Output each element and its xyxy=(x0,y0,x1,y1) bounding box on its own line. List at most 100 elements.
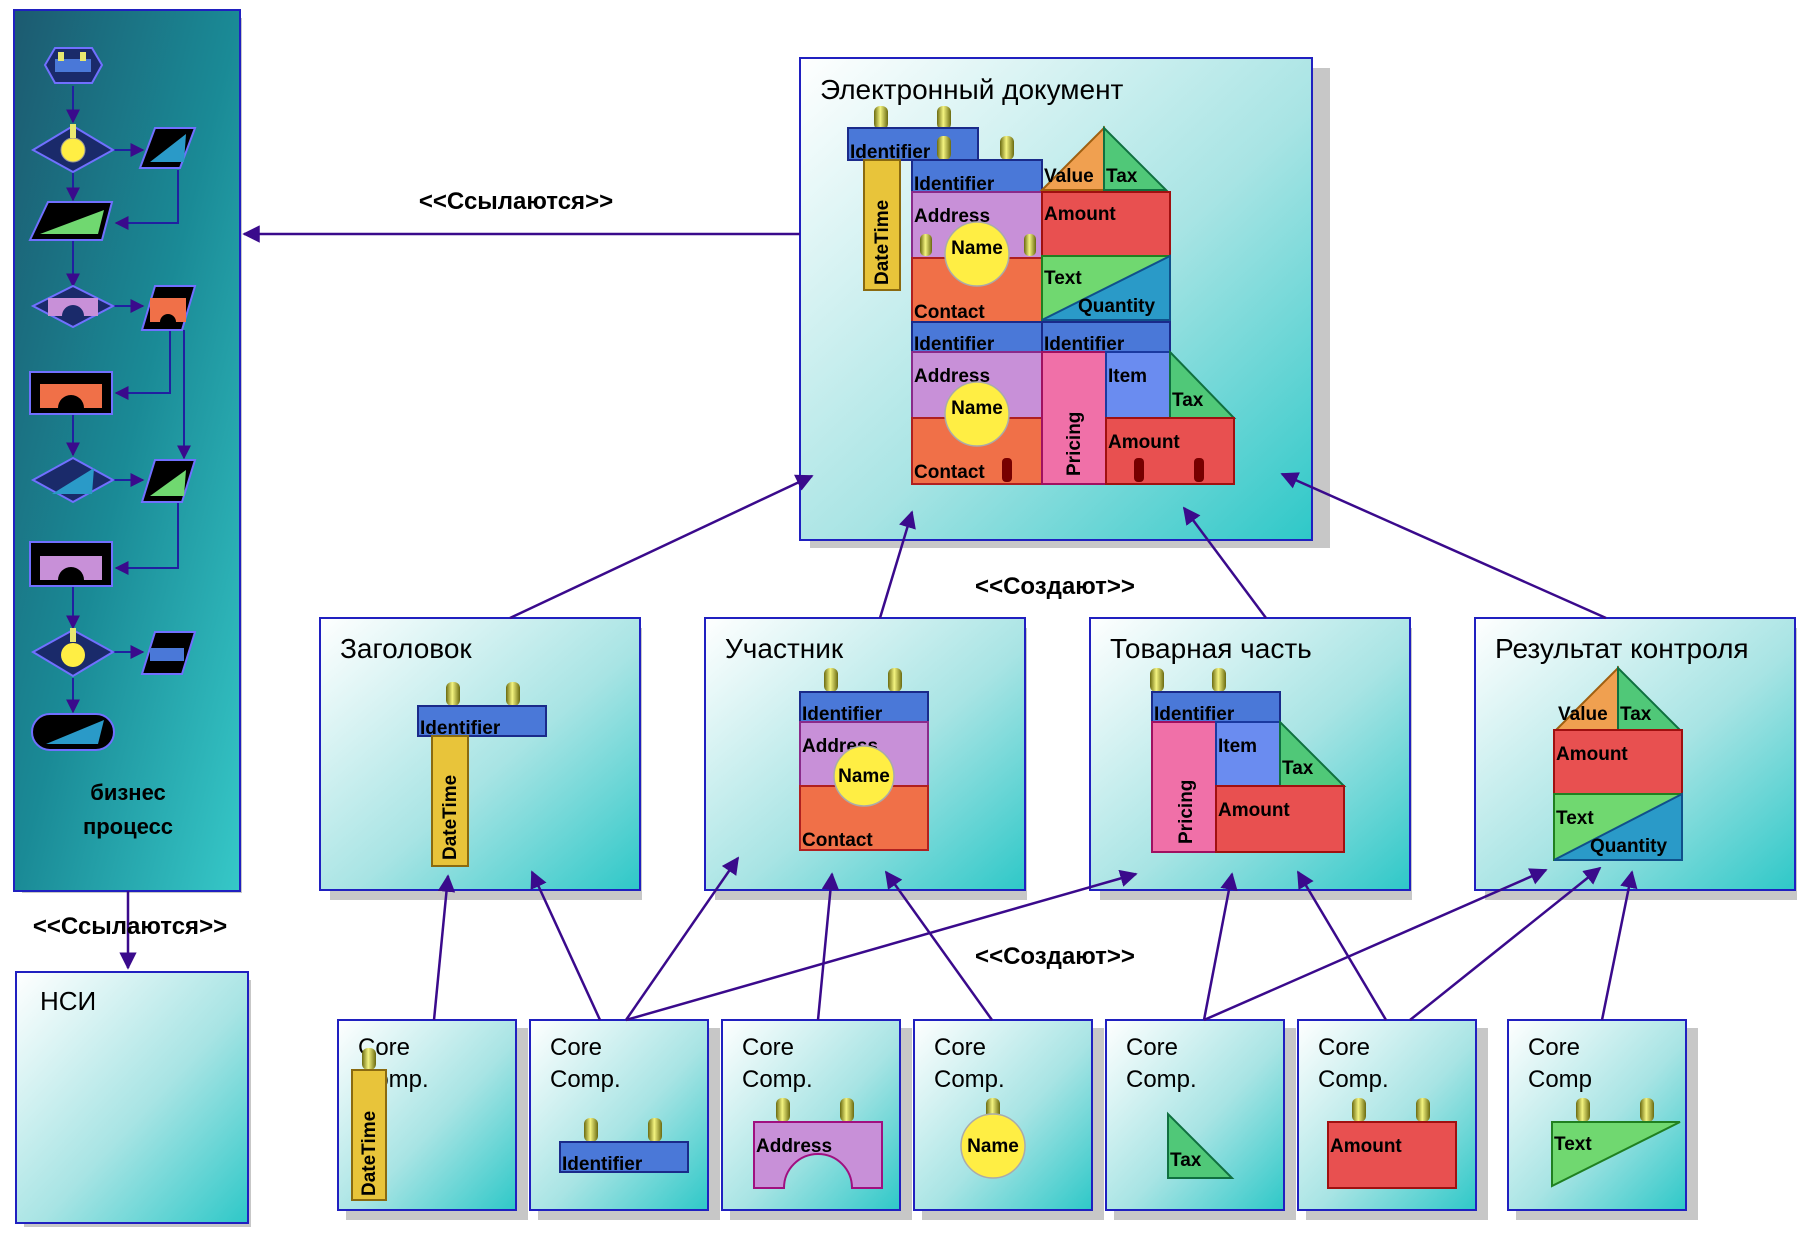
process-decision-2 xyxy=(30,284,116,329)
process-data-1 xyxy=(138,127,197,169)
doc-value-label: Value xyxy=(1044,166,1094,187)
participant-name-circle xyxy=(833,745,895,807)
doc-address-label: Address xyxy=(914,206,990,227)
doc-contact-label: Contact xyxy=(914,302,985,323)
core-2-line-1: Core xyxy=(550,1034,602,1061)
core-6-amount-block xyxy=(1327,1121,1457,1189)
core-comp-3: Core Comp. Address xyxy=(721,1019,912,1220)
create-label-top: <<Создают>> xyxy=(975,573,1135,600)
core-comp-2: Core Comp. Identifier xyxy=(529,1019,720,1220)
doc-identifier-label: Identifier xyxy=(850,142,931,163)
doc-pricing-block xyxy=(1041,351,1107,485)
doc-name-circle-2 xyxy=(944,381,1010,447)
header-title: Заголовок xyxy=(340,633,472,664)
core-4-line-2: Comp. xyxy=(934,1066,1005,1093)
nsi-title: НСИ xyxy=(40,986,96,1016)
control-box: Результат контроля Value Tax Amount Text… xyxy=(1474,617,1797,900)
doc-contact-label-2: Contact xyxy=(914,462,985,483)
references-label-top: <<Ссылаются>> xyxy=(419,188,613,215)
process-data-2 xyxy=(28,201,114,241)
goods-amount-label: Amount xyxy=(1218,800,1290,821)
core-6-line-1: Core xyxy=(1318,1034,1370,1061)
participant-name-label: Name xyxy=(838,766,890,787)
create-label-bottom: <<Создают>> xyxy=(975,943,1135,970)
process-end-terminator xyxy=(31,713,115,751)
participant-title: Участник xyxy=(725,633,844,664)
doc-amount-label-2: Amount xyxy=(1108,432,1180,453)
core-comp-7: Core Comp Text xyxy=(1507,1019,1698,1220)
core-3-line-2: Comp. xyxy=(742,1066,813,1093)
process-step-2 xyxy=(29,541,113,587)
doc-identifier-label-3: Identifier xyxy=(914,334,995,355)
process-decision-1 xyxy=(30,124,116,174)
doc-name-label-2: Name xyxy=(951,398,1003,419)
doc-identifier-label-4: Identifier xyxy=(1044,334,1125,355)
goods-identifier-label: Identifier xyxy=(1154,704,1235,725)
doc-identifier-block-2 xyxy=(911,159,1043,193)
participant-identifier-label: Identifier xyxy=(802,704,883,725)
core-1-datetime-block xyxy=(351,1069,387,1201)
core-4-name-circle xyxy=(960,1113,1026,1179)
doc-datetime-block xyxy=(863,159,901,291)
core-4-line-1: Core xyxy=(934,1034,986,1061)
core-comp-1: Core Comp. DateTime xyxy=(337,1019,528,1220)
core-6-amount-label: Amount xyxy=(1330,1136,1402,1157)
header-datetime-block xyxy=(431,735,469,867)
doc-amount-block xyxy=(1041,191,1171,257)
doc-identifier-block-4 xyxy=(1041,321,1171,353)
core-5-line-2: Comp. xyxy=(1126,1066,1197,1093)
core-5-tax-label: Tax xyxy=(1170,1150,1202,1171)
core-5-line-1: Core xyxy=(1126,1034,1178,1061)
control-text-label: Text xyxy=(1556,808,1594,829)
goods-box: Товарная часть Identifier Pricing Item T… xyxy=(1089,617,1412,900)
core-7-text-label: Text xyxy=(1554,1134,1592,1155)
document-title: Электронный документ xyxy=(820,74,1124,105)
core-7-line-1: Core xyxy=(1528,1034,1580,1061)
doc-identifier-block-3 xyxy=(911,321,1043,353)
goods-item-label: Item xyxy=(1218,736,1257,757)
core-6-line-2: Comp. xyxy=(1318,1066,1389,1093)
document-components: Identifier DateTime Identifier Address N… xyxy=(847,106,1237,485)
header-box: Заголовок Identifier DateTime xyxy=(319,617,642,900)
process-data-3 xyxy=(140,285,197,331)
doc-text-label: Text xyxy=(1044,268,1082,289)
goods-identifier-block xyxy=(1151,691,1281,723)
doc-quantity-triangle xyxy=(1041,254,1171,321)
doc-item-label: Item xyxy=(1108,366,1147,387)
control-amount-label: Amount xyxy=(1556,744,1628,765)
core-3-line-1: Core xyxy=(742,1034,794,1061)
core-7-text-triangle xyxy=(1551,1121,1681,1188)
core-comp-5: Core Comp. Tax xyxy=(1105,1019,1296,1220)
core-2-identifier-block xyxy=(559,1141,689,1173)
core-5-tax-triangle xyxy=(1167,1111,1235,1179)
header-identifier-block xyxy=(417,705,547,737)
core-comp-6: Core Comp. Amount xyxy=(1297,1019,1488,1220)
core-7-line-2: Comp xyxy=(1528,1066,1592,1093)
doc-identifier-label-2: Identifier xyxy=(914,174,995,195)
process-data-4 xyxy=(140,459,197,503)
core-2-identifier-label: Identifier xyxy=(562,1154,643,1175)
process-start-hexagon xyxy=(43,47,104,84)
core-1-datetime-label: DateTime xyxy=(359,1111,380,1196)
doc-name-label: Name xyxy=(951,238,1003,259)
process-data-5 xyxy=(140,631,197,675)
participant-contact-label: Contact xyxy=(802,830,873,851)
goods-pricing-label: Pricing xyxy=(1176,780,1197,844)
business-process-label-2: процесс xyxy=(83,814,173,839)
header-identifier-label: Identifier xyxy=(420,718,501,739)
doc-amount-block-2 xyxy=(1105,417,1235,485)
doc-amount-label: Amount xyxy=(1044,204,1116,225)
core-2-line-2: Comp. xyxy=(550,1066,621,1093)
doc-tax-label: Tax xyxy=(1106,166,1138,187)
doc-tax-label-2: Tax xyxy=(1172,390,1204,411)
nsi-box: НСИ xyxy=(15,971,251,1227)
references-label-bottom: <<Ссылаются>> xyxy=(33,913,227,940)
process-decision-3 xyxy=(30,456,116,504)
relation-arrows xyxy=(119,225,1638,1022)
control-tax-label: Tax xyxy=(1620,704,1652,725)
doc-datetime-label: DateTime xyxy=(872,200,893,285)
doc-pricing-label: Pricing xyxy=(1064,412,1085,476)
doc-quantity-label: Quantity xyxy=(1078,296,1155,317)
doc-address-label-2: Address xyxy=(914,366,990,387)
